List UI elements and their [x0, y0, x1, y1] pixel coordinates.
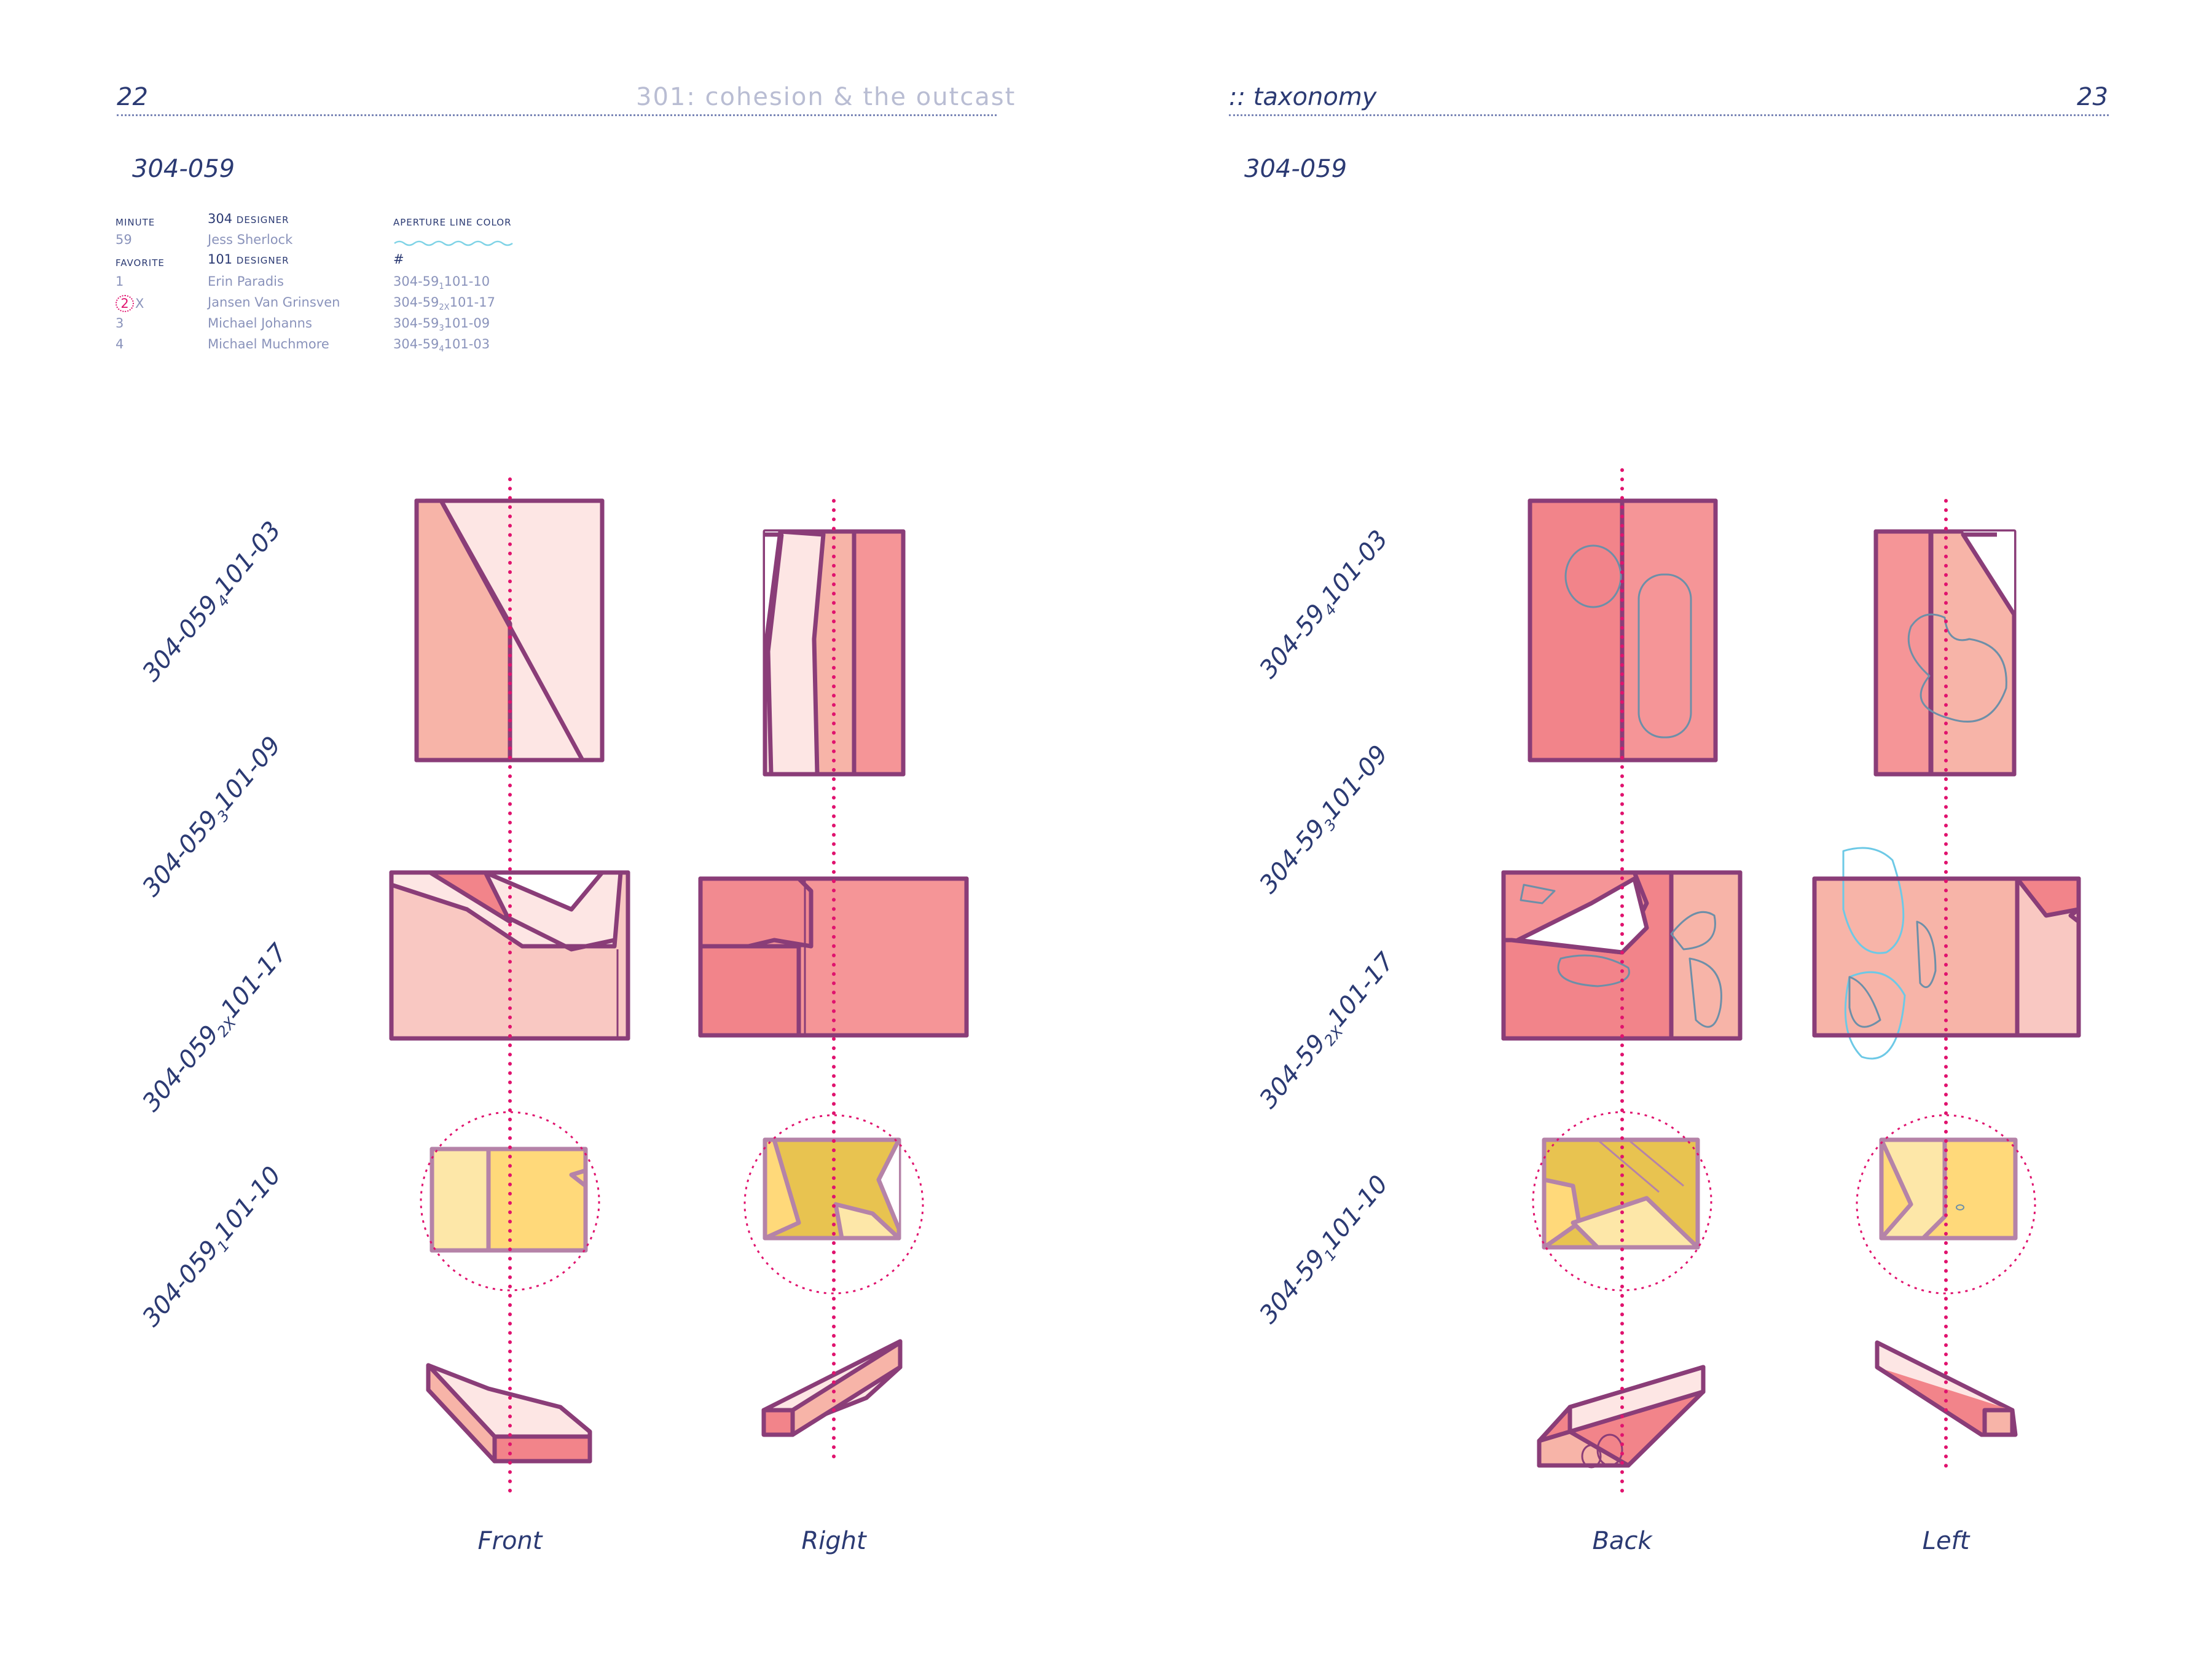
- header-rule-right: [1229, 114, 2109, 116]
- back-view-101-09-17: [1501, 870, 1743, 1041]
- right-view-isometric: [761, 1339, 903, 1437]
- combination-code: 304-592X101-17: [393, 295, 495, 312]
- code-prefix: 304-59: [393, 295, 439, 310]
- code-subscript: 2X: [439, 303, 450, 313]
- code-suffix: 101-17: [449, 295, 495, 310]
- running-head-right: :: taxonomy: [1229, 83, 1377, 111]
- designer-101-name: Jansen Van Grinsven: [208, 295, 340, 310]
- aperture-line-color-header: aperture line color: [393, 217, 512, 228]
- code-suffix: 101-10: [444, 274, 490, 289]
- combination-code: 304-594101-03: [393, 337, 490, 354]
- view-label-front: Front: [477, 1527, 543, 1555]
- left-view-101-10: [1856, 1114, 2036, 1295]
- designer-304-name: Jess Sherlock: [208, 232, 293, 247]
- designer-101-number: 101: [208, 252, 233, 267]
- minute-value: 59: [116, 232, 132, 247]
- code-prefix: 304-59: [393, 316, 439, 331]
- minute-header: minute: [116, 217, 155, 228]
- designer-101-name: Erin Paradis: [208, 274, 284, 289]
- specimen-title-right: 304-059: [1244, 155, 1347, 183]
- right-view-101-10: [743, 1114, 924, 1295]
- front-view-isometric: [426, 1363, 592, 1464]
- left-view-101-03: [1873, 529, 2017, 777]
- code-suffix: 101-03: [444, 337, 490, 351]
- designer-304-header: designer: [236, 214, 289, 226]
- view-label-left: Left: [1922, 1527, 1970, 1555]
- page-number-left: 22: [117, 83, 148, 111]
- hash-header: #: [393, 252, 404, 267]
- code-prefix: 304-59: [393, 274, 439, 289]
- view-label-right: Right: [801, 1527, 866, 1555]
- metadata-table: minute 304 designer aperture line color …: [116, 211, 546, 361]
- favorite-rank: 3: [116, 316, 124, 331]
- favorite-rank: 1: [116, 274, 124, 289]
- running-head-left: 301: cohesion & the outcast: [636, 83, 1016, 111]
- specimen-title-left: 304-059: [132, 155, 235, 183]
- designer-304-number: 304: [208, 211, 233, 226]
- combination-code: 304-591101-10: [393, 274, 490, 291]
- favorite-mark: X: [135, 296, 144, 311]
- front-view-101-03: [414, 498, 605, 763]
- favorite-rank: 2: [116, 295, 134, 312]
- designer-101-name: Michael Johanns: [208, 316, 312, 331]
- favorite-rank: 4: [116, 337, 124, 351]
- aperture-color-swatch: [394, 240, 513, 246]
- page-number-right: 23: [2077, 83, 2108, 111]
- code-prefix: 304-59: [393, 337, 439, 351]
- code-subscript: 3: [439, 324, 444, 334]
- view-label-back: Back: [1592, 1527, 1652, 1555]
- code-suffix: 101-09: [444, 316, 490, 331]
- header-rule-left: [117, 114, 997, 116]
- code-subscript: 1: [439, 282, 444, 292]
- front-view-101-09-17: [389, 870, 630, 1041]
- favorite-header: favorite: [116, 257, 165, 269]
- right-view-101-03: [763, 529, 906, 777]
- designer-101-name: Michael Muchmore: [208, 337, 329, 351]
- designer-101-header: designer: [236, 255, 289, 266]
- combination-code: 304-593101-09: [393, 316, 490, 333]
- code-subscript: 4: [439, 345, 444, 355]
